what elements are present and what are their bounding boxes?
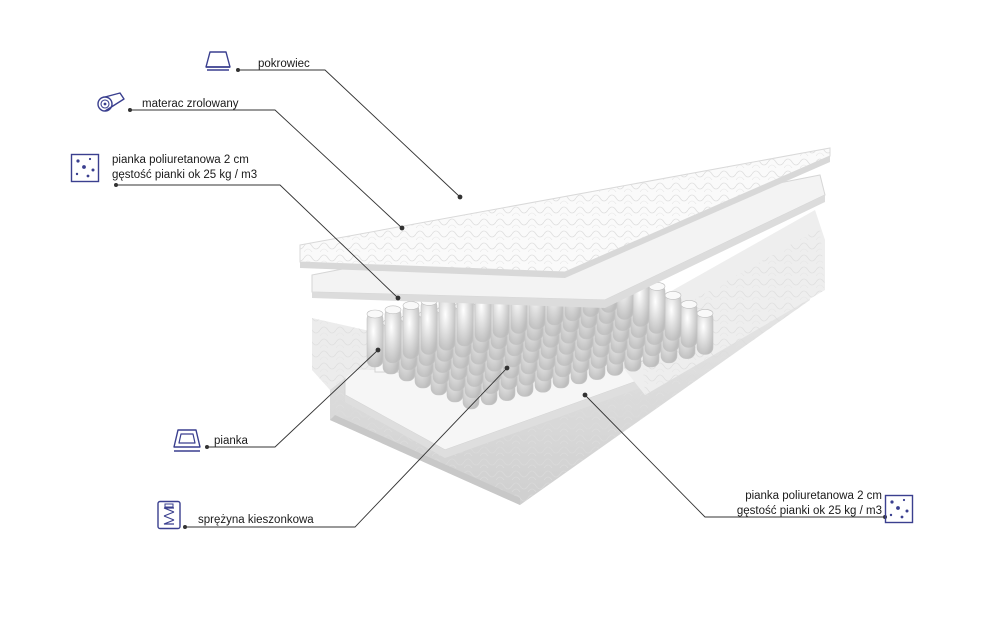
label-rolled-mattress: materac zrolowany xyxy=(142,98,239,110)
leader-dots xyxy=(114,68,887,529)
spring-coil xyxy=(438,294,456,351)
spring-coil-top xyxy=(680,300,698,309)
foam-density-icon xyxy=(70,153,100,183)
label-foam-top-line1: pianka poliuretanowa 2 cm xyxy=(112,154,249,166)
spring-coil xyxy=(402,303,420,359)
mattress-cover xyxy=(299,147,831,278)
label-cover: pokrowiec xyxy=(258,58,310,70)
leader-rolled xyxy=(130,109,403,229)
leader-cover xyxy=(238,69,461,198)
label-pocket-spring: sprężyna kieszonkowa xyxy=(198,514,314,526)
spring-coil xyxy=(420,299,438,355)
label-foam-frame: pianka xyxy=(214,435,248,447)
spring-coil xyxy=(664,293,682,341)
label-foam-bottom-line1: pianka poliuretanowa 2 cm xyxy=(745,490,882,502)
leader-foam-frame xyxy=(207,349,379,448)
leader-foam-top xyxy=(116,184,399,299)
foam-density-icon-bottom xyxy=(884,494,914,524)
pocket-spring-icon xyxy=(157,500,181,530)
label-foam-bottom: pianka poliuretanowa 2 cm gęstość pianki… xyxy=(700,489,882,519)
pocket-springs xyxy=(366,255,714,410)
label-foam-bottom-line2: gęstość pianki ok 25 kg / m3 xyxy=(736,505,882,517)
leader-lines xyxy=(116,69,885,528)
spring-coil xyxy=(384,307,402,364)
spring-coil xyxy=(696,311,714,355)
spring-coil-top xyxy=(366,309,384,319)
leader-foam-bottom xyxy=(584,394,885,518)
foam-frame-icon xyxy=(173,429,201,452)
cover-icon xyxy=(205,51,231,71)
spring-coil xyxy=(680,302,698,348)
rolled-mattress-icon xyxy=(97,92,125,112)
spring-coil xyxy=(366,311,384,368)
label-foam-top-line2: gęstość pianki ok 25 kg / m3 xyxy=(112,169,258,181)
spring-coil-top xyxy=(664,291,682,300)
leader-spring xyxy=(185,367,508,528)
label-foam-top: pianka poliuretanowa 2 cm gęstość pianki… xyxy=(112,153,257,183)
spring-coil xyxy=(648,284,666,334)
spring-coil-top xyxy=(696,309,714,318)
spring-coil-top xyxy=(384,305,402,315)
spring-coil-top xyxy=(402,301,420,310)
